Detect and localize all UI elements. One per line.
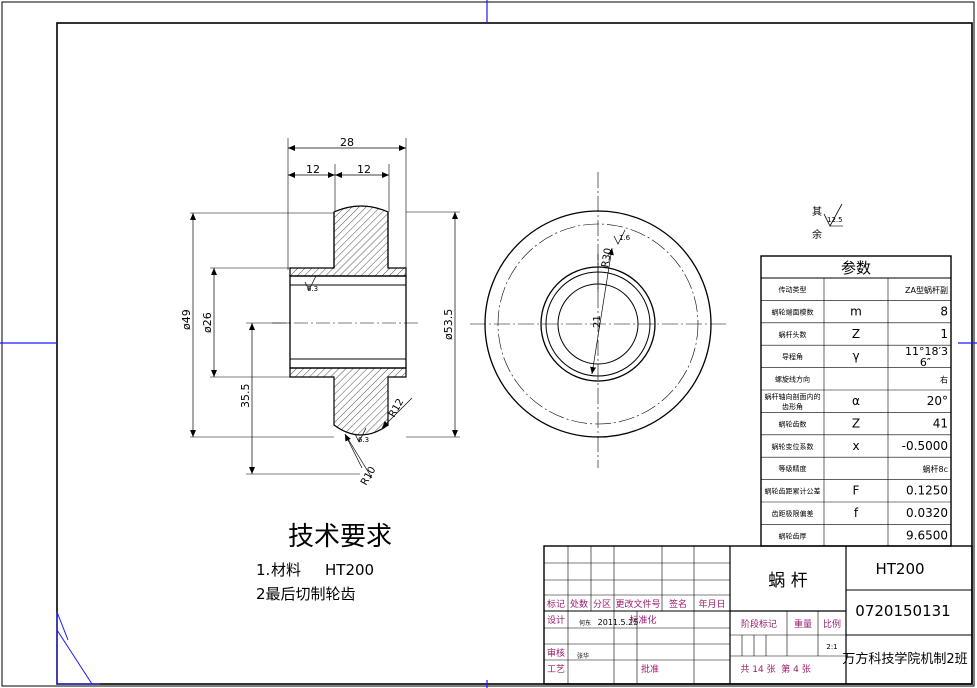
param-value: 11°18′3 xyxy=(905,345,948,358)
param-name: 蜗轮变位系数 xyxy=(772,442,814,451)
tb-approve-label: 批准 xyxy=(641,663,659,675)
dim-21: 21 xyxy=(592,315,603,328)
tb-header-date: 年月日 xyxy=(698,598,725,610)
roughness-note-value: 12.5 xyxy=(827,216,843,224)
param-value: 蜗杆8c xyxy=(923,464,949,474)
roughness-hub: 6.3 xyxy=(307,285,318,293)
param-symbol: F xyxy=(853,484,860,498)
param-symbol: Z xyxy=(852,416,860,430)
param-name: 传动类型 xyxy=(779,285,807,294)
param-name: 齿形角 xyxy=(782,402,803,411)
param-value: 0.1250 xyxy=(906,484,948,498)
param-value: -0.5000 xyxy=(902,439,948,453)
part-name: 蜗 杆 xyxy=(768,571,807,591)
tb-stage-label: 阶段标记 xyxy=(741,618,777,630)
roughness-keyway: 1.6 xyxy=(619,234,631,242)
tb-weight-label: 重量 xyxy=(794,618,812,630)
dim-width-left: 12 xyxy=(306,163,320,176)
roughness-note-bottom: 余 xyxy=(812,228,822,241)
param-value: 1 xyxy=(940,327,948,341)
tb-header-zone: 分区 xyxy=(593,599,611,610)
tb-sheets-total: 共 14 张 xyxy=(740,664,775,675)
title-block-grid xyxy=(543,545,973,685)
tech-req-item1-value: HT200 xyxy=(325,561,374,579)
tech-req-heading: 技术要求 xyxy=(288,522,392,552)
tb-process-label: 工艺 xyxy=(547,664,565,675)
param-value: 6″ xyxy=(920,356,931,369)
param-value: ZA型蜗杆副 xyxy=(905,285,948,295)
school-name: 万方科技学院机制2班 xyxy=(842,651,967,667)
param-name: 螺旋线方向 xyxy=(775,375,810,384)
tb-header-sign: 签名 xyxy=(669,598,687,610)
drawing-number: 0720150131 xyxy=(855,602,950,620)
tb-design-date: 2011.5.25 xyxy=(598,618,639,627)
param-value: 41 xyxy=(933,416,948,430)
material-value: HT200 xyxy=(875,560,924,578)
tech-req-item2: 2最后切制轮齿 xyxy=(256,585,356,603)
param-name: 蜗轮齿距累计公差 xyxy=(765,487,821,496)
tb-design-label: 设计 xyxy=(547,614,565,626)
param-value: 20° xyxy=(927,394,948,408)
section-view xyxy=(190,138,460,479)
roughness-note xyxy=(823,203,843,227)
roughness-note-top: 其 xyxy=(812,206,822,218)
param-name: 等级精度 xyxy=(779,464,807,473)
tb-scale-value: 2:1 xyxy=(826,643,837,651)
dim-r12: R12 xyxy=(387,397,406,420)
param-value: 0.0320 xyxy=(906,506,948,520)
param-symbol: Z xyxy=(852,327,860,341)
tb-review-label: 审核 xyxy=(547,647,565,659)
dim-35-5: 35.5 xyxy=(239,384,252,409)
param-name: 齿距极限偏差 xyxy=(772,509,814,518)
tb-scale-label: 比例 xyxy=(823,618,841,630)
param-name: 蜗轮端面模数 xyxy=(772,307,814,316)
param-symbol: f xyxy=(854,506,859,520)
tb-sheet-no: 第 4 张 xyxy=(781,663,810,675)
dim-width-total: 28 xyxy=(340,136,354,149)
roughness-tip: 6.3 xyxy=(358,436,369,444)
end-view xyxy=(470,172,726,468)
param-symbol: γ xyxy=(852,349,859,363)
param-symbol: x xyxy=(852,439,859,453)
tb-designer: 何东 xyxy=(579,619,591,627)
param-name: 蜗轮齿数 xyxy=(779,419,807,428)
param-table-title: 参数 xyxy=(841,259,871,277)
param-name: 导程角 xyxy=(782,352,803,361)
dim-r30: R30 xyxy=(600,247,614,268)
param-name: 蜗杆轴向剖面内的 xyxy=(765,392,821,401)
param-name: 蜗轮齿厚 xyxy=(779,531,807,540)
param-value: 9.6500 xyxy=(906,528,948,542)
dim-root-dia: ø53.5 xyxy=(442,309,455,340)
param-value: 8 xyxy=(940,304,948,318)
tb-header-mark: 标记 xyxy=(547,598,565,610)
dim-r10: R10 xyxy=(359,465,378,488)
dim-width-right: 12 xyxy=(357,163,371,176)
param-name: 蜗杆头数 xyxy=(779,330,807,339)
dim-outer-dia: ø49 xyxy=(180,309,193,330)
tb-header-count: 处数 xyxy=(570,598,588,610)
param-value: 右 xyxy=(940,375,948,385)
tech-req-item1-label: 材料 xyxy=(271,561,301,579)
tb-header-doc: 更改文件号 xyxy=(615,598,660,610)
dim-bore-dia: ø26 xyxy=(201,312,214,333)
tb-standard-label: 标准化 xyxy=(629,614,656,626)
param-symbol: m xyxy=(850,304,862,318)
tech-req-item1-no: 1. xyxy=(256,561,270,579)
tb-reviewer: 张华 xyxy=(577,652,589,660)
param-symbol: α xyxy=(852,394,860,408)
